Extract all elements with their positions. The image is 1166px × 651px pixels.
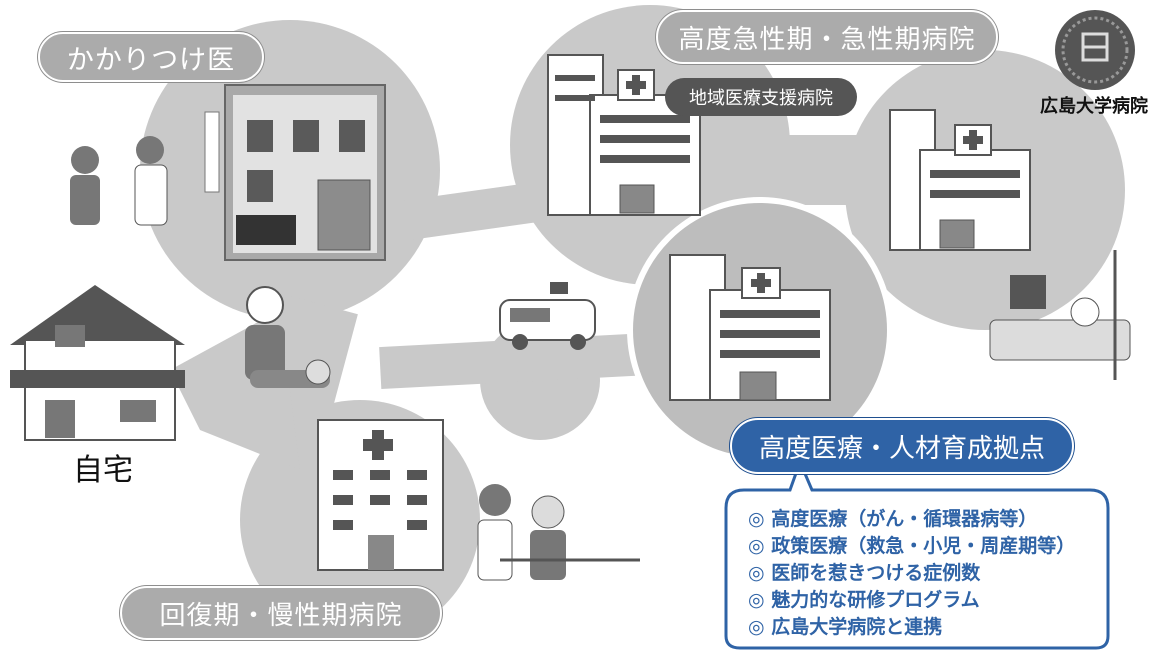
list-item: ◎ 広島大学病院と連携 [748, 616, 943, 638]
callout-bubble [724, 457, 1110, 650]
list-item: ◎ 政策医療（救急・小児・周産期等） [748, 535, 1076, 557]
hub-features-list: ◎ 高度医療（がん・循環器病等） ◎ 政策医療（救急・小児・周産期等） ◎ 医師… [748, 506, 1118, 641]
regional-hospital-label: 地域医療支援病院 [665, 78, 857, 116]
hub-hospital-image [669, 254, 831, 401]
clinic-building-image [204, 84, 386, 261]
paramedic-image [245, 286, 331, 388]
university-hospital-image [889, 109, 1031, 251]
home-label: 自宅 [73, 453, 133, 488]
hub-label: 高度医療・人材育成拠点 [730, 418, 1074, 474]
ambulance-image [499, 282, 596, 350]
university-logo [1055, 10, 1135, 90]
recovery-hospital-image [317, 419, 444, 571]
hospital-bed-patient-image [989, 250, 1131, 380]
patient-and-doctor-image [70, 136, 168, 226]
list-item: ◎ 魅力的な研修プログラム [748, 589, 980, 611]
clinic-label: かかりつけ医 [38, 32, 264, 82]
acute-hospital-label: 高度急性期・急性期病院 [656, 10, 998, 64]
university-hospital-label: 広島大学病院 [1040, 96, 1148, 117]
list-item: ◎ 医師を惹きつける症例数 [748, 562, 981, 584]
list-item: ◎ 高度医療（がん・循環器病等） [748, 508, 1038, 530]
recovery-hospital-label: 回復期・慢性期病院 [120, 586, 442, 640]
home-house-image [10, 285, 185, 441]
rehab-people-image [477, 484, 640, 581]
